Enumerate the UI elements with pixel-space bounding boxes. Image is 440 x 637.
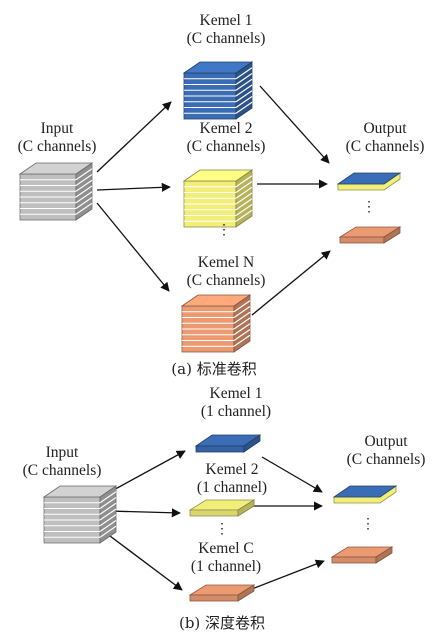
arrows-layer — [96, 85, 331, 591]
b-kernelC-slab — [188, 584, 256, 602]
a-input-label: Input (C channels) — [17, 120, 97, 155]
a-output-orange — [338, 226, 402, 244]
a-arrow-input-k2 — [96, 182, 171, 192]
a-kernel2-label: Kemel 2 (C channels) — [186, 120, 266, 155]
b-output-blue — [332, 485, 398, 504]
b-kernel1-slab — [194, 434, 262, 453]
blocks-layer — [18, 61, 402, 602]
b-arrow-k1-out — [261, 456, 323, 493]
b-arrow-input-kC — [105, 532, 183, 591]
b-output-ellipsis: ⋮ — [361, 517, 375, 532]
a-caption: (a) 标准卷积 — [171, 360, 257, 378]
a-kernel2-block — [182, 169, 254, 228]
b-kernel-ellipsis: ⋮ — [215, 522, 229, 537]
a-output-ellipsis: ⋮ — [362, 200, 376, 215]
b-arrow-kC-out — [251, 559, 325, 590]
a-arrow-input-k1 — [96, 101, 172, 173]
a-output-blue — [336, 172, 402, 191]
a-kernelN-block — [180, 294, 252, 353]
b-kernel2-label: Kemel 2 (1 channel) — [196, 461, 268, 496]
b-kernel2-slab — [188, 499, 256, 517]
b-input-label: Input (C channels) — [22, 444, 102, 479]
a-input-block — [18, 162, 94, 221]
a-arrow-input-kN — [96, 202, 170, 292]
a-kernel-ellipsis: ⋮ — [217, 223, 231, 238]
a-kernel1-block — [182, 61, 254, 120]
b-output-orange — [330, 546, 394, 564]
a-arrow-kN-out — [251, 250, 331, 316]
b-kernel1-label: Kemel 1 (1 channel) — [200, 385, 272, 420]
b-kernelC-label: Kemel C (1 channel) — [190, 540, 262, 575]
b-arrow-input-k2 — [107, 508, 181, 518]
a-arrow-k1-out — [259, 85, 330, 164]
b-output-label: Output (C channels) — [346, 433, 426, 468]
a-kernelN-label: Kemel N (C channels) — [186, 254, 266, 289]
b-caption: (b) 深度卷积 — [178, 614, 266, 632]
a-kernel1-label: Kemel 1 (C channels) — [186, 12, 266, 47]
a-output-label: Output (C channels) — [345, 120, 425, 155]
b-input-block — [42, 485, 118, 544]
b-arrow-input-k1 — [107, 450, 186, 494]
